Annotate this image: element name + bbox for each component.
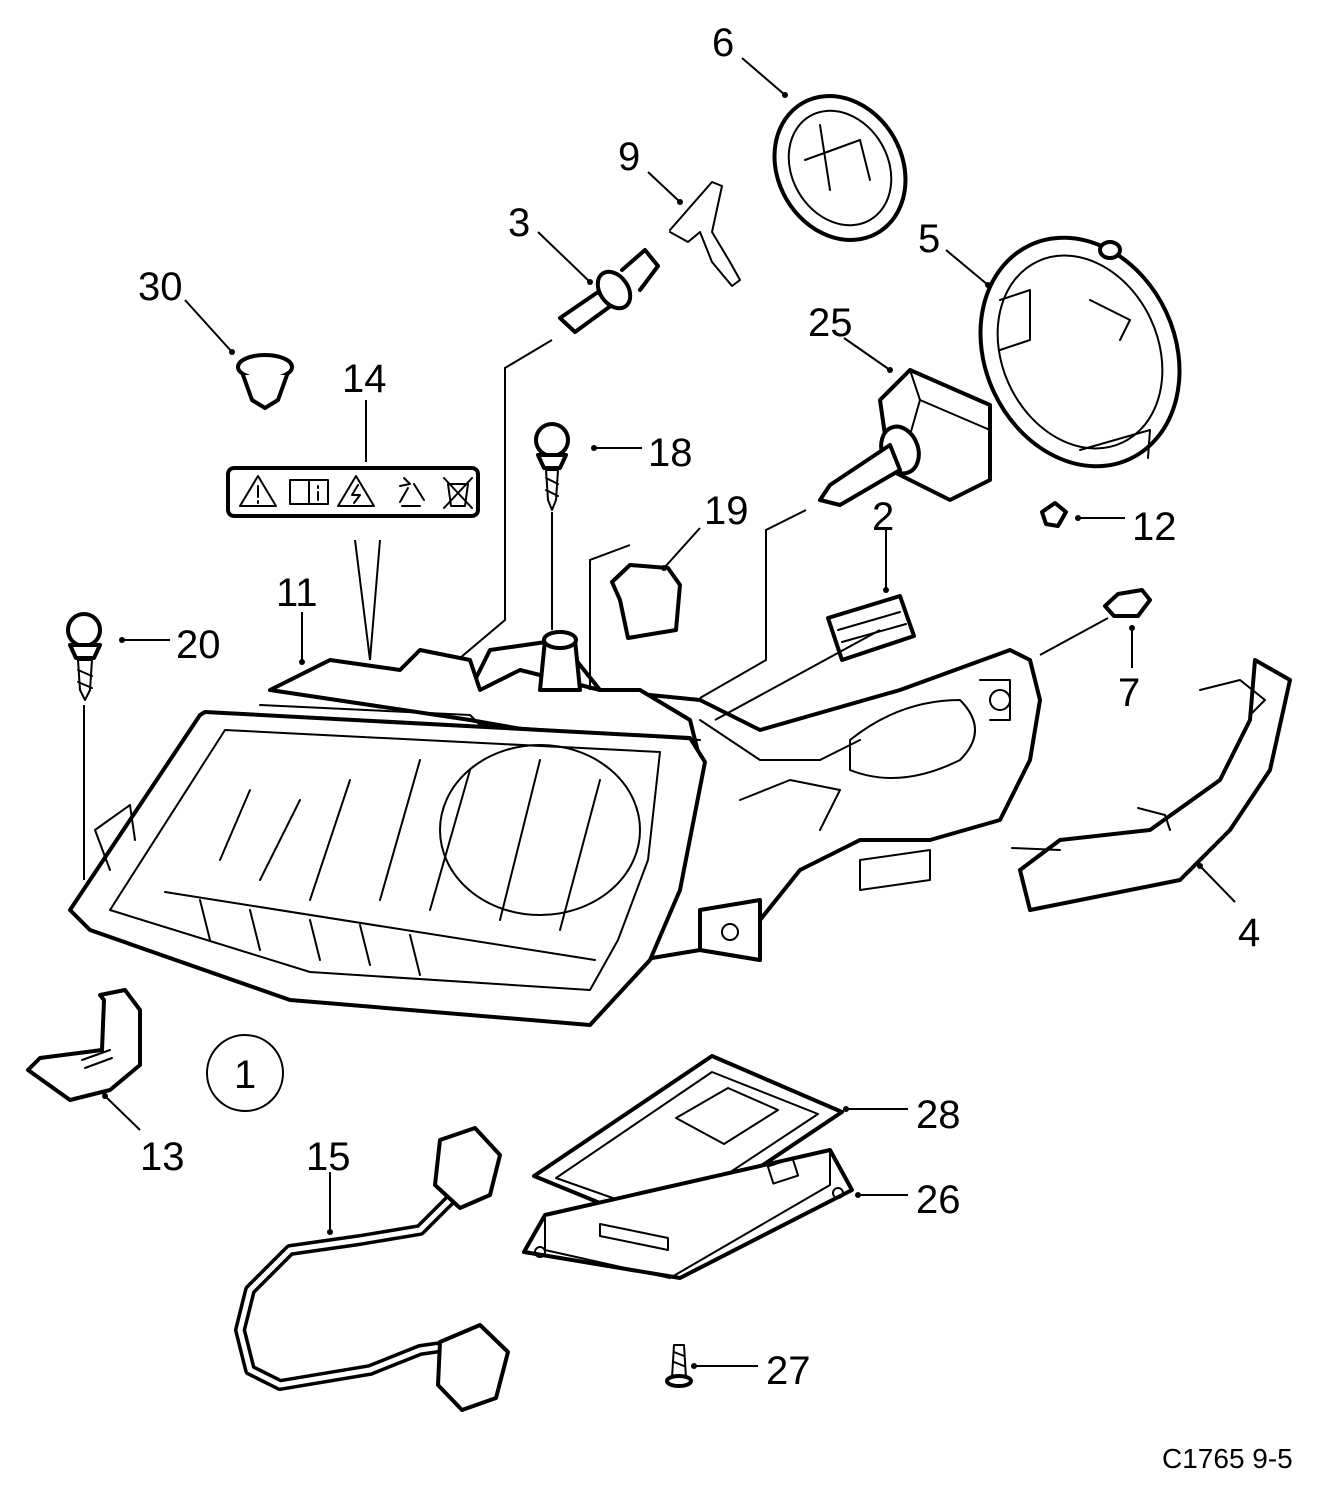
callout-11: 11	[276, 571, 318, 615]
callout-20: 20	[176, 623, 221, 667]
cover-part	[978, 235, 1182, 469]
callout-5: 5	[918, 217, 940, 261]
leader-lines	[83, 57, 1236, 1367]
crossed-bin-icon	[443, 477, 473, 509]
cover-ring-part	[772, 94, 908, 242]
screw-20-part	[66, 612, 102, 701]
indicator-lamp-part	[1011, 658, 1292, 912]
assembly-marker-circle	[206, 1034, 284, 1112]
callout-18: 18	[648, 431, 693, 475]
callout-12: 12	[1132, 505, 1177, 549]
xenon-bulb-part	[818, 368, 992, 507]
bulb-part	[558, 248, 660, 334]
ballast-unit-part	[522, 1148, 854, 1280]
headlamp-assembly	[68, 630, 1042, 1027]
screw-18-part	[534, 422, 570, 511]
spring-clip-part	[669, 181, 741, 287]
callout-26: 26	[916, 1178, 961, 1222]
bulb-holder-part	[610, 563, 682, 640]
plug-part	[236, 353, 294, 410]
warning-icon	[239, 475, 277, 507]
adjuster-part	[1103, 588, 1152, 618]
small-bulb-part	[1040, 501, 1068, 528]
callout-14: 14	[342, 357, 387, 401]
manual-info-icon	[289, 479, 329, 505]
diagram-code: C1765 9-5	[1162, 1443, 1293, 1474]
callout-7: 7	[1118, 671, 1140, 715]
callout-9: 9	[618, 135, 640, 179]
callout-30: 30	[138, 265, 183, 309]
callout-1: 1	[234, 1053, 256, 1097]
callout-28: 28	[916, 1093, 961, 1137]
callout-15: 15	[306, 1135, 351, 1179]
callout-3: 3	[508, 201, 530, 245]
callout-4: 4	[1238, 911, 1260, 955]
callout-19: 19	[704, 489, 749, 533]
callout-27: 27	[766, 1349, 811, 1393]
callout-2: 2	[872, 495, 894, 539]
leader-dots	[102, 92, 1203, 1369]
warning-label	[226, 466, 480, 518]
screw-27-part	[665, 1344, 693, 1388]
callout-6: 6	[712, 21, 734, 65]
electrical-hazard-icon	[337, 475, 375, 507]
small-label-part	[826, 594, 916, 662]
callout-25: 25	[808, 301, 853, 345]
recycle-icon	[399, 477, 425, 507]
bracket-part	[26, 988, 142, 1102]
wiring-harness-part	[234, 1126, 510, 1412]
callout-13: 13	[140, 1135, 185, 1179]
